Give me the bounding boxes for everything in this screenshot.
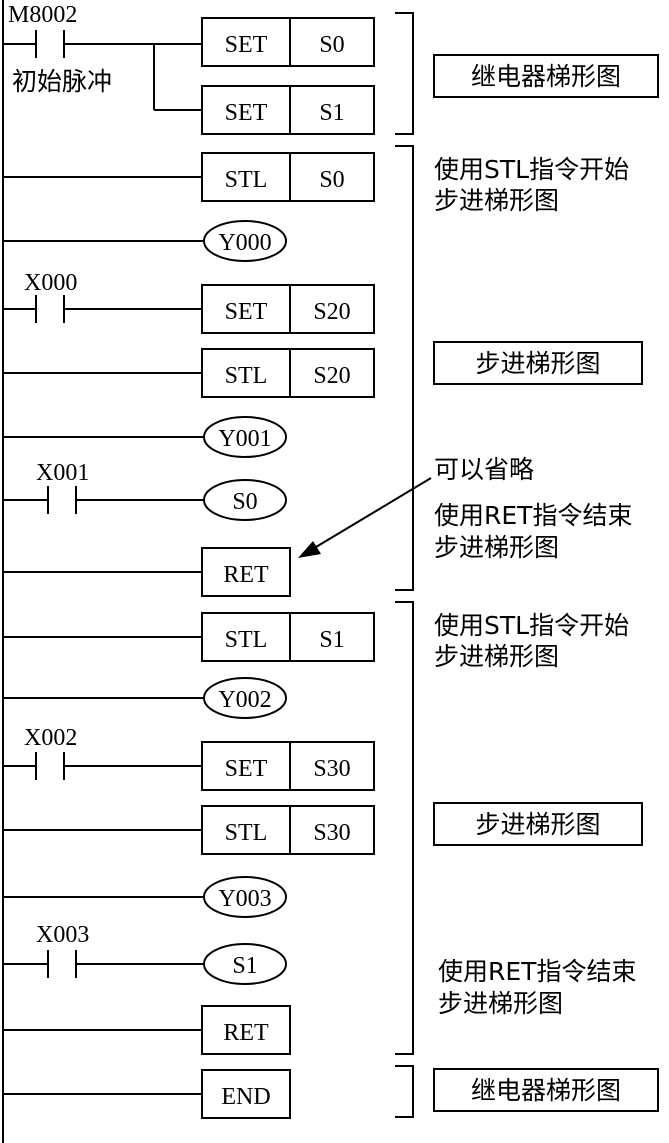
ret-end-line-2: 步进梯形图 (434, 533, 559, 562)
rung-5: X000 SET S20 (3, 270, 375, 334)
operand-box (289, 741, 375, 791)
step-label-2: 步进梯形图 (475, 810, 600, 839)
rung-14: Y003 (3, 876, 287, 918)
coil-label: S0 (232, 489, 257, 515)
step-label-1: 步进梯形图 (475, 349, 600, 378)
output-coil (203, 677, 287, 719)
rung-3: STL S0 (3, 152, 375, 202)
rung-6: STL S20 (3, 348, 375, 398)
omit-arrow-line (305, 477, 432, 554)
operand-box (289, 348, 375, 398)
relay-label-box-top (433, 54, 659, 98)
contact-label: X000 (24, 270, 77, 296)
rung-1: M8002 初始脉冲 SET S0 (3, 2, 375, 96)
operand-box (289, 85, 375, 135)
output-coil (203, 220, 287, 262)
rung-11: Y002 (3, 677, 287, 719)
rung-8: X001 S0 (3, 460, 287, 521)
rung-17: END (3, 1069, 291, 1119)
operand-label: S30 (313, 820, 350, 846)
rung-13: STL S30 (3, 805, 375, 855)
ret-end-line-1: 使用RET指令结束 (434, 501, 632, 530)
instruction-label: SET (225, 32, 268, 58)
ret-end-2-line-2: 步进梯形图 (438, 989, 563, 1018)
coil-label: Y001 (218, 426, 271, 452)
coil-label: Y000 (218, 230, 271, 256)
instruction-box (201, 741, 291, 791)
instruction-label: STL (225, 627, 268, 653)
rung-12: X002 SET S30 (3, 725, 375, 791)
operand-label: S20 (313, 363, 350, 389)
instruction-label: RET (223, 1020, 269, 1046)
relay-label-box-bottom (433, 1068, 659, 1112)
stl-start-2-line-1: 使用STL指令开始 (434, 611, 629, 640)
operand-label: S1 (319, 627, 344, 653)
operand-label: S30 (313, 756, 350, 782)
instruction-label: END (221, 1084, 270, 1110)
operand-box (289, 17, 375, 67)
bracket-relay-top (395, 12, 414, 135)
arrow-head-icon (298, 541, 321, 558)
coil-label: S1 (232, 953, 257, 979)
operand-label: S1 (319, 100, 344, 126)
rung-16: RET (3, 1005, 291, 1055)
rung-10: STL S1 (3, 612, 375, 662)
instruction-label: SET (225, 299, 268, 325)
output-coil (203, 479, 287, 521)
output-coil (203, 876, 287, 918)
instruction-box (201, 612, 291, 662)
rung-9: RET (3, 547, 291, 597)
stl-start-line-1: 使用STL指令开始 (434, 155, 629, 184)
instruction-label: SET (225, 100, 268, 126)
step-label-box-1 (433, 341, 643, 385)
operand-label: S20 (313, 299, 350, 325)
relay-label-bottom: 继电器梯形图 (471, 1076, 621, 1105)
rung-15: X003 S1 (3, 922, 287, 985)
contact-label: X002 (24, 725, 77, 751)
output-coil (203, 943, 287, 985)
ret-end-2-line-1: 使用RET指令结束 (438, 957, 636, 986)
rung-2: SET S1 (153, 44, 375, 135)
bracket-step-2 (395, 601, 414, 1055)
contact-label: M8002 (8, 2, 77, 28)
rung-4: Y000 (3, 220, 287, 262)
operand-box (289, 805, 375, 855)
instruction-label: SET (225, 756, 268, 782)
contact-label: X003 (36, 922, 89, 948)
instruction-box (201, 284, 291, 334)
instruction-box (201, 1005, 291, 1055)
instruction-label: RET (223, 562, 269, 588)
instruction-label: STL (225, 363, 268, 389)
instruction-label: STL (225, 820, 268, 846)
operand-label: S0 (319, 32, 344, 58)
rung-7: Y001 (3, 416, 287, 458)
stl-start-2-line-2: 步进梯形图 (434, 642, 559, 671)
coil-label: Y002 (218, 687, 271, 713)
instruction-label: STL (225, 167, 268, 193)
operand-box (289, 284, 375, 334)
stl-start-line-2: 步进梯形图 (434, 186, 559, 215)
relay-label-top: 继电器梯形图 (471, 62, 621, 91)
bracket-relay-bottom (395, 1065, 414, 1118)
operand-label: S0 (319, 167, 344, 193)
bracket-step-1 (395, 145, 414, 591)
instruction-box (201, 1069, 291, 1119)
instruction-box (201, 85, 291, 135)
can-omit-label: 可以省略 (434, 455, 534, 484)
coil-label: Y003 (218, 886, 271, 912)
operand-box (289, 152, 375, 202)
contact-note: 初始脉冲 (12, 67, 112, 96)
output-coil (203, 416, 287, 458)
step-label-box-2 (433, 802, 643, 846)
contact-label: X001 (36, 460, 89, 486)
instruction-box (201, 547, 291, 597)
operand-box (289, 612, 375, 662)
